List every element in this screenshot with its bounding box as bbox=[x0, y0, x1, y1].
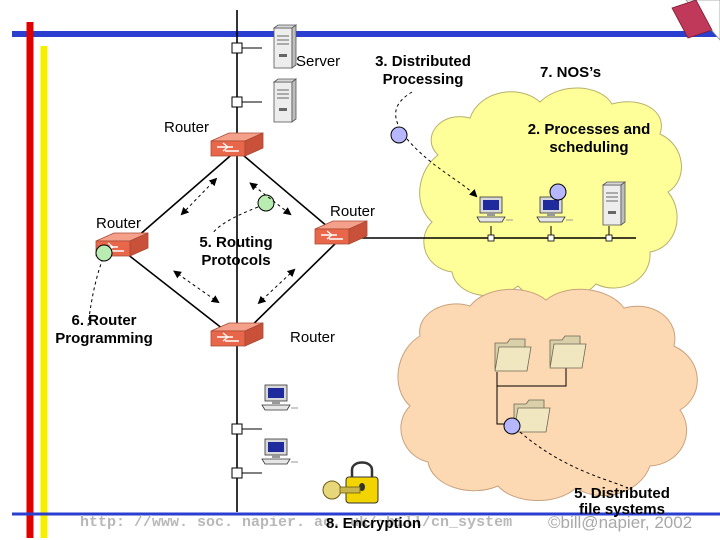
server-icon bbox=[273, 78, 297, 123]
label-router-left: Router bbox=[96, 215, 142, 232]
node-nos bbox=[549, 183, 567, 201]
footer-copyright: ©bill@napier, 2002 bbox=[548, 513, 693, 532]
label-router-bottom: Router bbox=[290, 329, 336, 346]
routing-arrow-bottom-left bbox=[173, 270, 220, 304]
node-routing bbox=[257, 194, 275, 212]
label-router-programming: 6. Router Programming bbox=[55, 312, 153, 347]
dash-distributed bbox=[395, 91, 413, 128]
label-processes-scheduling: 2. Processes and scheduling bbox=[527, 121, 651, 156]
dash-files bbox=[519, 431, 629, 489]
server-icon bbox=[273, 24, 297, 69]
label-encryption: 8. Encryption bbox=[326, 515, 422, 532]
label-distributed-processing: 3. Distributed Processing bbox=[375, 53, 471, 88]
corner-flag-icon bbox=[671, 0, 720, 41]
label-server: Server bbox=[296, 53, 341, 70]
segment-taps bbox=[487, 234, 613, 242]
node-distributed bbox=[390, 126, 408, 144]
backbone-taps bbox=[231, 42, 243, 479]
cloud-files bbox=[397, 288, 698, 501]
workstation-icon bbox=[261, 384, 299, 411]
label-distributed-file-systems: 5. Distributed file systems bbox=[574, 485, 670, 518]
node-router-prog bbox=[95, 244, 113, 262]
routing-arrow-top-left bbox=[180, 177, 218, 216]
label-routing-protocols: 5. Routing Protocols bbox=[199, 234, 273, 269]
dash-processes bbox=[406, 138, 478, 198]
footer-url: http: //www. soc. napier. ac. uk/~bill/c… bbox=[80, 514, 513, 531]
dash-router-prog bbox=[87, 260, 103, 327]
node-files bbox=[503, 417, 521, 435]
workstation-icon bbox=[261, 438, 299, 465]
routing-arrow-bottom-right bbox=[257, 268, 296, 305]
routing-arrow-top-right bbox=[249, 182, 292, 216]
dash-routing bbox=[211, 206, 259, 235]
router-icon bbox=[314, 220, 368, 245]
server-icon bbox=[602, 181, 626, 226]
label-nos: 7. NOS’s bbox=[540, 64, 602, 81]
label-router-top: Router bbox=[164, 119, 210, 136]
router-icon bbox=[210, 132, 264, 157]
key-icon bbox=[322, 480, 361, 500]
padlock-icon bbox=[345, 461, 379, 504]
label-router-right: Router bbox=[330, 203, 376, 220]
